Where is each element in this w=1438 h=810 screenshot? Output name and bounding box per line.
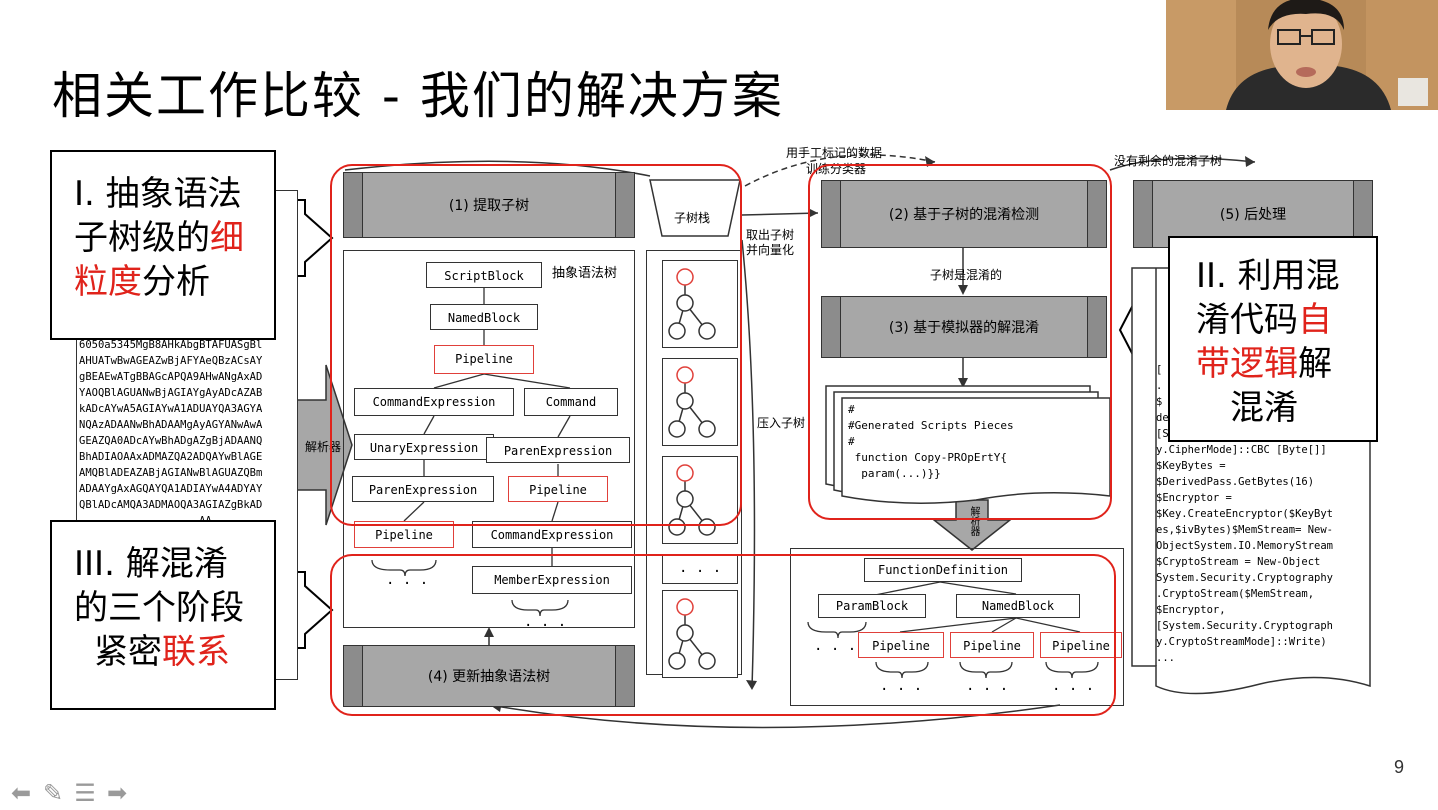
ast-node-pipeline-4: Pipeline [858, 632, 944, 658]
ast-node-pipeline-5: Pipeline [950, 632, 1034, 658]
highlight-stage-1 [330, 164, 742, 526]
subtree-icon [668, 366, 716, 438]
callout-2-line-3: 带逻辑解 [1196, 344, 1332, 384]
push-subtree-label: 压入子树 [757, 416, 806, 430]
stack-subtree-1 [662, 260, 738, 348]
stage-1-extract-subtree: (1) 提取子树 [343, 172, 635, 238]
ast-node-commandexpression: CommandExpression [354, 388, 514, 416]
callout-2-line-4: 混淆 [1230, 388, 1298, 428]
ast-node-unaryexpression: UnaryExpression [354, 434, 494, 460]
ast-node-pipeline: Pipeline [434, 345, 534, 374]
stack-subtree-3 [662, 456, 738, 544]
ast-node-pipeline-2: Pipeline [508, 476, 608, 502]
ast-node-pipeline-6: Pipeline [1040, 632, 1122, 658]
ast-panel [343, 250, 635, 628]
callout-self-logic-deobfuscation: II. 利用混 淆代码自 带逻辑解 混淆 [1168, 236, 1378, 442]
ast-node-functiondefinition: FunctionDefinition [864, 558, 1022, 582]
pen-icon[interactable]: ✎ [42, 779, 64, 807]
callout-2-line-2: 淆代码自 [1196, 300, 1332, 340]
ast-node-memberexpression: MemberExpression [472, 566, 632, 594]
callout-three-stages-linked: III. 解混淆 的三个阶段 紧密联系 [50, 520, 276, 710]
subtree-stack-funnel [649, 179, 741, 237]
menu-icon[interactable]: ☰ [74, 779, 96, 807]
stack-subtree-2 [662, 358, 738, 446]
arrow-right-icon[interactable]: ➡ [106, 779, 128, 807]
parser-label-2: 解析器 [968, 506, 979, 536]
parser-label: 解析器 [305, 440, 342, 454]
callout-3-line-3: 紧密联系 [94, 632, 230, 672]
highlight-stage-4-link [330, 554, 1116, 716]
ast-node-command: Command [524, 388, 618, 416]
new-ast-ellipsis-3: . . . [966, 678, 1009, 694]
ast-node-parenexpression: ParenExpression [486, 437, 630, 463]
highlight-stage-2-3 [808, 164, 1112, 520]
callout-3-line-2: 的三个阶段 [74, 588, 244, 628]
subtree-stack-label: 子树栈 [674, 211, 711, 225]
stack-subtree-4 [662, 590, 738, 678]
new-ast-panel [790, 548, 1124, 706]
callout-2-line-1: II. 利用混 [1196, 256, 1340, 296]
ast-ellipsis-2: . . . [524, 614, 567, 630]
new-ast-ellipsis-1: . . . [814, 638, 857, 654]
callout-3-line-1: III. 解混淆 [74, 544, 228, 584]
ast-node-scriptblock: ScriptBlock [426, 262, 542, 288]
callout-1-line-3: 粒度分析 [74, 262, 210, 302]
arrow-left-icon[interactable]: ⬅ [10, 779, 32, 807]
obfuscated-code-text: :s ICo Ab1 6050a5345MgB8AHkAbgBTAFUASgBl… [79, 291, 263, 575]
no-remaining-label: 没有剩余的混淆子树 [1114, 154, 1223, 168]
ast-node-parenexpression-2: ParenExpression [352, 476, 494, 502]
ast-label: 抽象语法树 [552, 266, 618, 281]
ast-node-paramblock: ParamBlock [818, 594, 926, 618]
generated-scripts-text: # #Generated Scripts Pieces # function C… [848, 403, 1014, 480]
generated-pieces-stack [825, 385, 1111, 504]
ast-node-namedblock-2: NamedBlock [956, 594, 1080, 618]
stage-2-obfuscation-detection: (2) 基于子树的混淆检测 [821, 180, 1107, 248]
slide-title: 相关工作比较 - 我们的解决方案 [52, 67, 784, 125]
subtree-icon [668, 598, 716, 670]
slideshow-nav: ⬅ ✎ ☰ ➡ [8, 779, 130, 807]
callout-1-line-1: I. 抽象语法 [74, 174, 242, 214]
deobfuscated-code-text: [ . $ de [S y.CipherMode]::CBC [Byte[]] … [1156, 364, 1334, 664]
stack-ellipsis: . . . [679, 560, 722, 576]
new-ast-ellipsis-4: . . . [1052, 678, 1095, 694]
stack-ellipsis-cell: . . . [662, 554, 738, 584]
ast-node-namedblock: NamedBlock [430, 304, 538, 330]
ast-ellipsis-1: . . . [386, 572, 429, 588]
stage-4-update-ast: (4) 更新抽象语法树 [343, 645, 635, 707]
subtree-icon [668, 464, 716, 536]
subtree-obfuscated-label: 子树是混淆的 [930, 268, 1003, 282]
subtree-icon [668, 268, 716, 340]
new-ast-ellipsis-2: . . . [880, 678, 923, 694]
vectorize-label: 并向量化 [746, 243, 795, 257]
webcam-video [1166, 0, 1438, 110]
handlabel-label: 用手工标记的数据 [786, 146, 883, 160]
callout-1-line-2: 子树级的细 [74, 218, 244, 258]
page-number: 9 [1394, 757, 1405, 777]
stage-3-emulator-deobfuscation: (3) 基于模拟器的解混淆 [821, 296, 1107, 358]
presenter-video-frame [1166, 0, 1438, 110]
callout-fine-grained-analysis: I. 抽象语法 子树级的细 粒度分析 [50, 150, 276, 340]
pop-subtree-label: 取出子树 [746, 228, 795, 242]
